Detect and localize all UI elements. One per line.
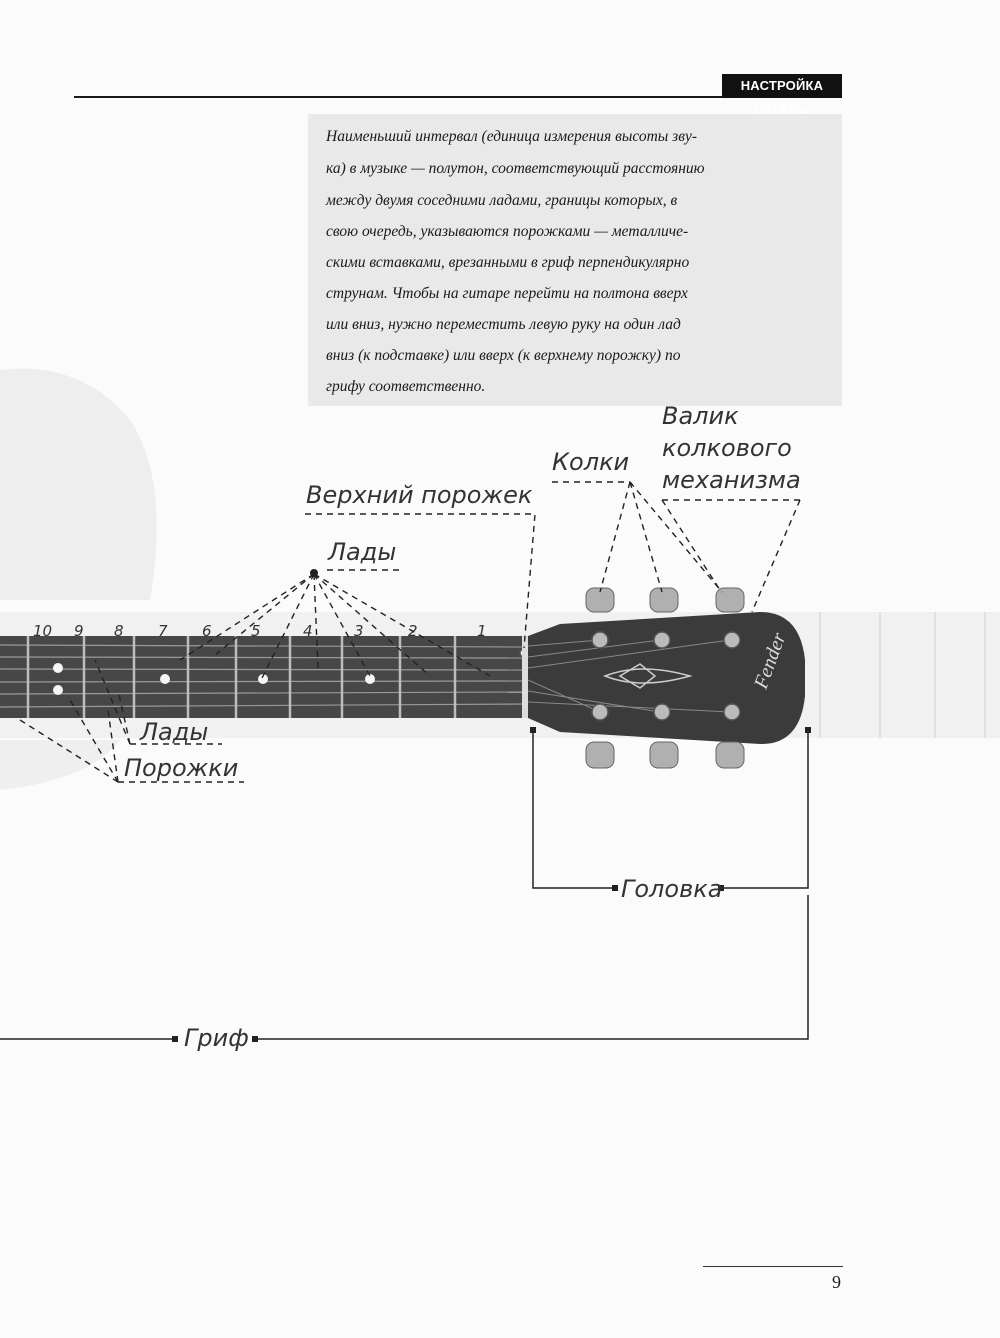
note-line: свою очередь, указываются порожками — ме… — [326, 223, 689, 240]
nut — [522, 636, 528, 718]
inlay-dots — [53, 663, 375, 695]
label-frets-top: Лады — [328, 538, 397, 566]
note-line: скими вставками, врезанными в гриф перпе… — [326, 254, 690, 271]
guitar-body-shape — [0, 368, 157, 600]
label-pegs: Колки — [552, 448, 630, 476]
callout-lines — [19, 481, 801, 783]
note-line: между двумя соседними ладами, границы ко… — [326, 192, 678, 209]
guitar-body-shape — [0, 740, 120, 790]
note-box — [308, 114, 842, 406]
note-line: или вниз, нужно переместить левую руку н… — [326, 316, 681, 333]
note-line: Наименьший интервал (единица измерения в… — [326, 128, 697, 145]
strings — [0, 644, 529, 708]
svg-text:3: 3 — [354, 622, 364, 640]
headstock-strings — [527, 639, 731, 713]
label-roller-2: колкового — [662, 434, 792, 462]
bracket-ends — [172, 727, 811, 1042]
label-frets-bottom: Лады — [140, 718, 209, 746]
span-brackets — [0, 730, 809, 1040]
note-line: струнам. Чтобы на гитаре перейти на полт… — [326, 285, 688, 302]
note-line: вниз (к подставке) или вверх (к верхнему… — [326, 347, 681, 364]
fret-wires — [26, 636, 457, 718]
note-line: грифу соответственно. — [326, 378, 486, 395]
label-fret-wires: Порожки — [124, 754, 239, 782]
callout-origin — [310, 569, 318, 577]
svg-text:10: 10 — [33, 622, 52, 640]
svg-text:9: 9 — [74, 622, 84, 640]
svg-text:5: 5 — [251, 622, 261, 640]
label-nut: Верхний порожек — [306, 481, 533, 509]
headstock-ornament — [602, 663, 693, 689]
label-neck: Гриф — [184, 1024, 249, 1052]
page-number: 9 — [832, 1272, 841, 1292]
svg-text:8: 8 — [114, 622, 124, 640]
svg-text:6: 6 — [202, 622, 212, 640]
svg-text:1: 1 — [477, 622, 487, 640]
tuner-posts — [591, 631, 741, 721]
note-line: ка) в музыке — полутон, соответствующий … — [326, 160, 705, 177]
svg-text:4: 4 — [303, 622, 313, 640]
header-rule — [74, 96, 842, 98]
tuner-buttons — [585, 587, 745, 769]
section-title: НАСТРОЙКА ГИТАРЫ — [722, 74, 842, 117]
label-headstock: Головка — [621, 875, 723, 903]
footer-rule — [703, 1266, 843, 1267]
label-roller-1: Валик — [662, 402, 739, 430]
label-roller-3: механизма — [662, 466, 801, 494]
svg-text:7: 7 — [158, 622, 168, 640]
